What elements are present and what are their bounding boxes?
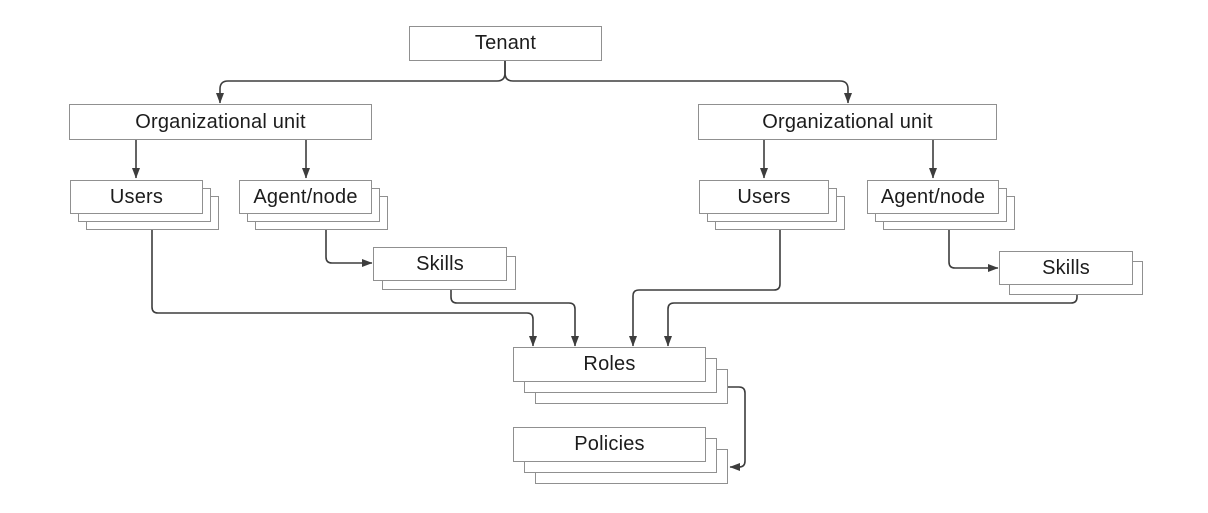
- edge-agent-left-to-skills-left: [325, 230, 373, 267]
- node-box: Policies: [513, 427, 706, 462]
- node-label: Agent/node: [253, 185, 358, 208]
- node-skills-left: Skills: [373, 247, 516, 290]
- node-agent-node-right: Agent/node: [867, 180, 1015, 230]
- node-label: Skills: [416, 252, 464, 275]
- node-box: Skills: [373, 247, 507, 281]
- node-label: Roles: [583, 353, 636, 375]
- node-label: Agent/node: [880, 185, 986, 208]
- node-label: Organizational unit: [135, 110, 306, 133]
- node-organizational-unit-left: Organizational unit: [69, 104, 372, 140]
- edge-tenant-to-ou-right: [504, 61, 852, 104]
- node-policies: Policies: [513, 427, 728, 484]
- node-skills-right: Skills: [999, 251, 1143, 295]
- node-label: Users: [109, 185, 164, 208]
- node-agent-node-left: Agent/node: [239, 180, 388, 230]
- node-box: Agent/node: [239, 180, 372, 214]
- node-users-right: Users: [699, 180, 845, 230]
- node-roles: Roles: [513, 347, 728, 404]
- node-box: Organizational unit: [698, 104, 997, 140]
- node-box: Users: [70, 180, 203, 214]
- node-label: Tenant: [474, 32, 537, 54]
- node-label: Skills: [1042, 256, 1090, 279]
- edge-skills-right-to-roles: [664, 295, 1078, 347]
- edge-skills-left-to-roles: [450, 290, 579, 347]
- node-label: Organizational unit: [762, 110, 933, 133]
- node-box: Skills: [999, 251, 1133, 285]
- node-box: Users: [699, 180, 829, 214]
- node-label: Users: [737, 185, 791, 208]
- edge-tenant-to-ou-left: [216, 61, 506, 104]
- node-box: Organizational unit: [69, 104, 372, 140]
- node-label: Policies: [574, 433, 645, 455]
- node-tenant: Tenant: [409, 26, 602, 61]
- node-box: Roles: [513, 347, 706, 382]
- edge-agent-right-to-skills-right: [948, 230, 999, 272]
- node-box: Agent/node: [867, 180, 999, 214]
- edge-roles-to-policies: [728, 386, 746, 471]
- edge-users-right-to-roles: [629, 230, 781, 347]
- node-organizational-unit-right: Organizational unit: [698, 104, 997, 140]
- edge-users-left-to-roles: [151, 230, 537, 347]
- node-box: Tenant: [409, 26, 602, 61]
- node-users-left: Users: [70, 180, 219, 230]
